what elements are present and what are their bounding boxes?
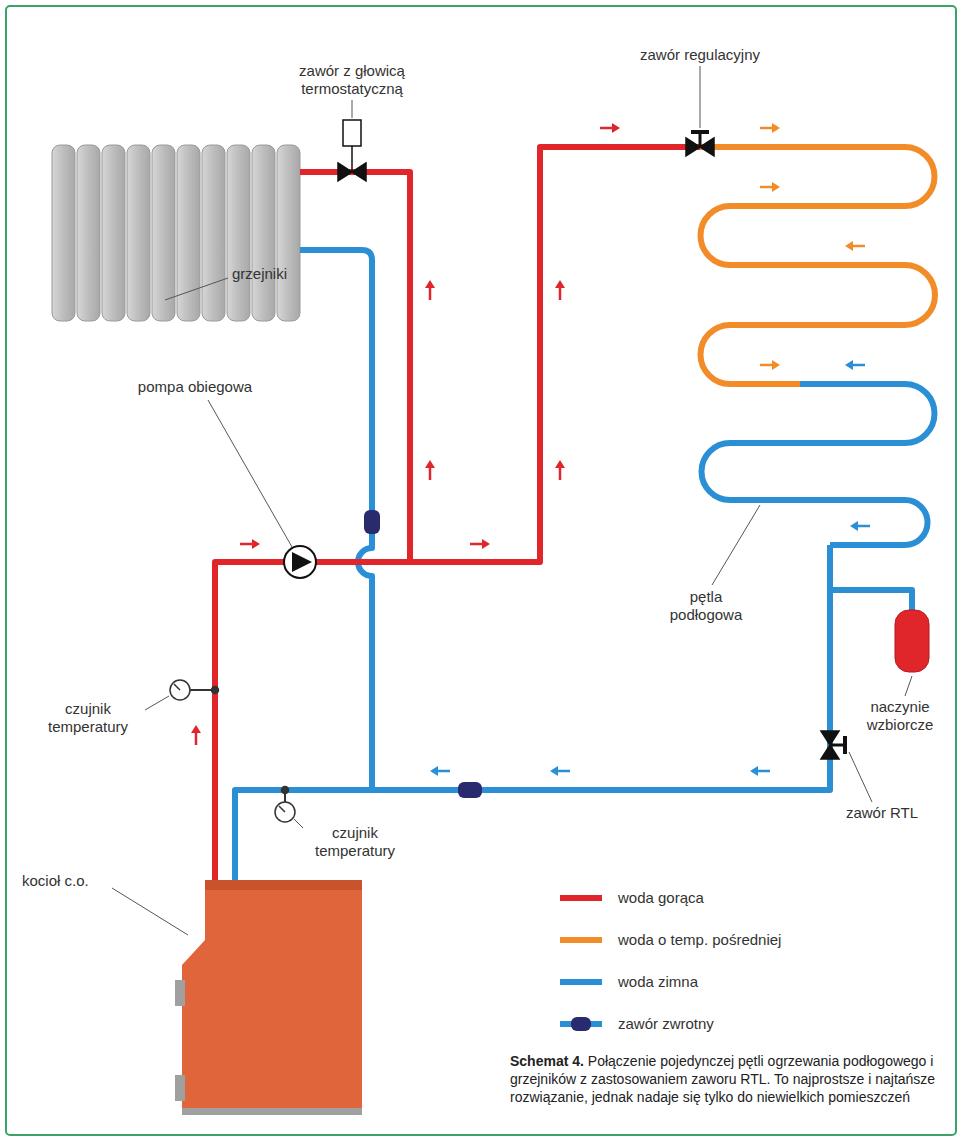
legend-text: woda o temp. pośredniej: [618, 931, 781, 949]
temperature-sensor: [275, 787, 295, 823]
valve-label: zawór RTL: [832, 804, 932, 822]
check-valve: [458, 782, 482, 798]
valve-label: zawór regulacyjny: [615, 46, 785, 64]
thermostatic-valve: [338, 120, 366, 181]
radiator: [52, 145, 300, 321]
pipes: [215, 147, 935, 882]
sensor-label: czujnik temperatury: [305, 824, 405, 860]
valve-label: zawór z głowicą termostatyczną: [287, 62, 417, 98]
legend-text: woda gorąca: [618, 889, 704, 907]
boiler: [175, 880, 362, 1115]
caption-title: Schemat 4.: [510, 1053, 584, 1069]
radiator-label: grzejniki: [232, 265, 322, 283]
frame: [6, 6, 956, 1135]
legend-text: zawór zwrotny: [618, 1015, 714, 1033]
legend-samples: [560, 898, 602, 1031]
caption-block: Schemat 4. Połączenie pojedynczej pętli …: [510, 1052, 942, 1106]
boiler-label: kocioł c.o.: [22, 872, 122, 890]
flow-arrows: [191, 123, 870, 776]
regulating-valve: [686, 132, 714, 156]
loop-label: pętla podłogowa: [661, 588, 751, 624]
rtl-valve: [821, 731, 845, 759]
sensor-label: czujnik temperatury: [38, 700, 138, 736]
pump-label: pompa obiegowa: [120, 378, 270, 396]
expansion-vessel: [895, 610, 929, 672]
vessel-label: naczynie wzbiorcze: [853, 698, 948, 734]
legend-text: woda zimna: [618, 973, 698, 991]
check-valve: [364, 510, 380, 534]
leader-lines: [112, 66, 912, 935]
circulation-pump: [284, 546, 316, 578]
temperature-sensor: [170, 680, 219, 700]
